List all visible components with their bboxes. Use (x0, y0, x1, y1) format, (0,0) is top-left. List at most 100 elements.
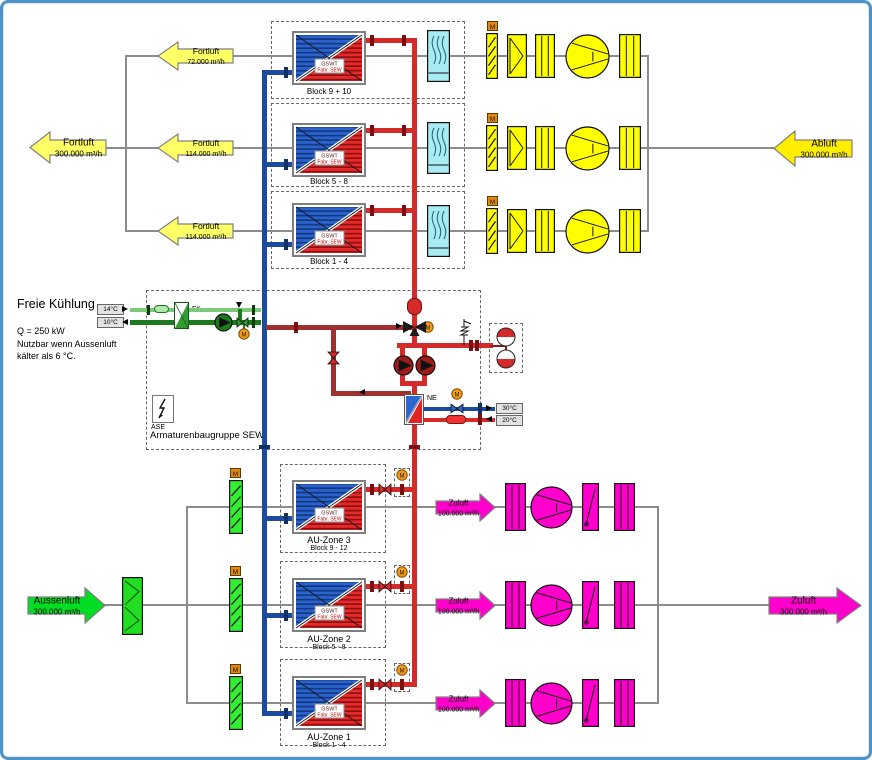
exhaust-damper-actuator-row2: M (487, 113, 498, 123)
pipe-flange-21 (370, 581, 374, 592)
outdoor-damper-actuator-zone1: M (230, 664, 241, 674)
airline-supply-zone3 (186, 506, 659, 508)
gswt-block-zone3-maker: Fabr. SEW (317, 517, 341, 523)
fortluft-row3-arrow-value: 114.000 m³/h (186, 234, 227, 241)
zone2-caption: Block 5 - 8 (312, 644, 346, 651)
zuluft-zone3-arrow-value: 100.000 m³/h (438, 511, 479, 518)
dashed-box-zone3 (280, 464, 386, 553)
branch-flow-arrow (359, 389, 365, 395)
exhaust-damper-actuator-row3-letter: M (490, 199, 495, 206)
pipe-flange-14 (409, 445, 420, 449)
ne-return-valve (450, 403, 464, 414)
branch-valve (327, 351, 340, 365)
ne-flow-temp-tag: 30°C (496, 403, 523, 414)
gswt-block-row3: GSWT Fabr. SEW (292, 203, 366, 257)
supply-fan-zone2 (529, 583, 573, 627)
supply-filter-a-zone1 (505, 679, 526, 727)
block-caption-row2: Block 5 - 8 (310, 177, 348, 186)
zuluft-zone1-arrow-label: Zuluft (448, 695, 469, 704)
pipe-flange-1 (284, 159, 288, 170)
fc-sensor-capsule (154, 305, 169, 313)
gswt-block-zone1-maker: Fabr. SEW (317, 713, 341, 719)
outdoor-damper-zone3 (229, 480, 244, 534)
zone1-name: AU-Zone 1 (307, 732, 351, 742)
abluft-arrow-value: 300.000 m³/h (800, 151, 847, 160)
silencer-row3 (427, 205, 450, 257)
dashed-box-expansion-vessels (489, 323, 523, 373)
fortluft-row2-arrow: Fortluft 114.000 m³/h (156, 132, 234, 164)
pipe-flange-2 (284, 239, 288, 250)
fc-return-temp: 10°C (103, 319, 118, 326)
outdoor-damper-zone1 (229, 676, 244, 730)
zuluft-zone2-arrow-value: 100.000 m³/h (438, 609, 479, 616)
extract-filter-a-row3 (535, 209, 555, 253)
gswt-block-zone3-type: GSWT (321, 511, 338, 517)
zuluft-zone2-arrow-label: Zuluft (448, 597, 469, 606)
supply-filter-b-zone3 (614, 483, 635, 531)
fortluft-row3-arrow: Fortluft 114.000 m³/h (156, 215, 234, 247)
outdoor-damper-actuator-zone2-letter: M (233, 569, 238, 576)
aussenluft-arrow-value: 300.000 m³/h (33, 608, 80, 617)
fc-return-flow-arrow (122, 319, 128, 325)
pipe-flange-16 (469, 340, 473, 351)
supply-damper-zone2 (582, 581, 600, 629)
zone1-valve (378, 678, 392, 691)
fc-supply-temp: 14°C (103, 306, 118, 313)
fortluft-row2-arrow-label: Fortluft (193, 138, 220, 148)
fortluft-row1-arrow-value: 72.000 m³/h (187, 59, 224, 66)
free-cooling-note-2: kälter als 6 °C. (17, 351, 76, 361)
airline-supply-out (657, 604, 769, 606)
silencer-row2 (427, 122, 450, 174)
pipe-hot-stub-zone3 (366, 487, 417, 492)
pipe-flange-13 (402, 205, 406, 216)
pipe-flange-9 (370, 125, 374, 136)
fortluft-row1-arrow: Fortluft 72.000 m³/h (156, 40, 234, 72)
pipe-pump-rise-left (400, 374, 405, 383)
aussenluft-arrow-label: Aussenluft (34, 596, 81, 607)
dashed-box-zone3-valve (394, 468, 410, 497)
gswt-block-row2-type: GSWT (321, 154, 338, 160)
gswt-block-zone1: GSWT Fabr. SEW (292, 676, 366, 730)
flex-connector-row1 (507, 34, 527, 78)
pipe-flange-27 (252, 317, 255, 328)
extract-filter-a-row2 (535, 126, 555, 170)
fortluft-row1-arrow-label: Fortluft (193, 46, 220, 56)
outdoor-damper-zone2 (229, 578, 244, 632)
dashed-box-zone2-valve (394, 565, 410, 594)
zone2-valve-actuator: M (396, 566, 408, 578)
gswt-block-row2: GSWT Fabr. SEW (292, 123, 366, 177)
free-cooling-valve (236, 317, 249, 328)
three-way-valve (403, 321, 426, 336)
free-cooling-note-1: Nutzbar wenn Aussenluft (17, 339, 117, 349)
hot-water-strainer (407, 298, 422, 315)
supply-filter-a-zone3 (505, 483, 526, 531)
pipe-flange-12 (402, 125, 406, 136)
aussenluft-arrow: Aussenluft 300.000 m³/h (27, 586, 106, 625)
zuluft-zone1-arrow: Zuluft 100.000 m³/h (435, 688, 496, 719)
pipe-flange-5 (284, 708, 288, 719)
extract-fan-row3 (564, 208, 610, 254)
pipe-flange-4 (284, 610, 288, 621)
fc-return-temp-tag: 10°C (97, 317, 124, 328)
supply-filter-b-zone2 (614, 581, 635, 629)
airline-exhaust-row1 (125, 55, 648, 57)
zone3-valve-actuator-letter: M (400, 473, 405, 479)
airline-supply-collector-left (186, 506, 188, 704)
mixing-valve-actuator-letter: M (426, 325, 431, 331)
mix-flow-arrow (396, 323, 402, 329)
pipe-flange-23 (370, 679, 374, 690)
extract-fan-row2 (564, 125, 610, 171)
pipe-cold-stub-zone3 (264, 516, 292, 521)
free-cooling-valve-actuator-letter: M (242, 332, 247, 338)
ne-valve-actuator: M (451, 388, 463, 400)
pipe-hot-main-mid (412, 330, 417, 346)
free-cooling-capacity: Q = 250 kW (17, 326, 65, 336)
outdoor-damper-actuator-zone2: M (230, 566, 241, 576)
pipe-fc-supply (130, 308, 261, 312)
gswt-block-row2-maker: Fabr. SEW (317, 160, 341, 166)
ne-valve-actuator-letter: M (455, 392, 460, 398)
outdoor-damper-actuator-zone1-letter: M (233, 667, 238, 674)
gswt-block-zone2-maker: Fabr. SEW (317, 615, 341, 621)
fc-connector-flow-arrow (236, 302, 242, 308)
airline-exhaust-row3 (125, 230, 648, 232)
